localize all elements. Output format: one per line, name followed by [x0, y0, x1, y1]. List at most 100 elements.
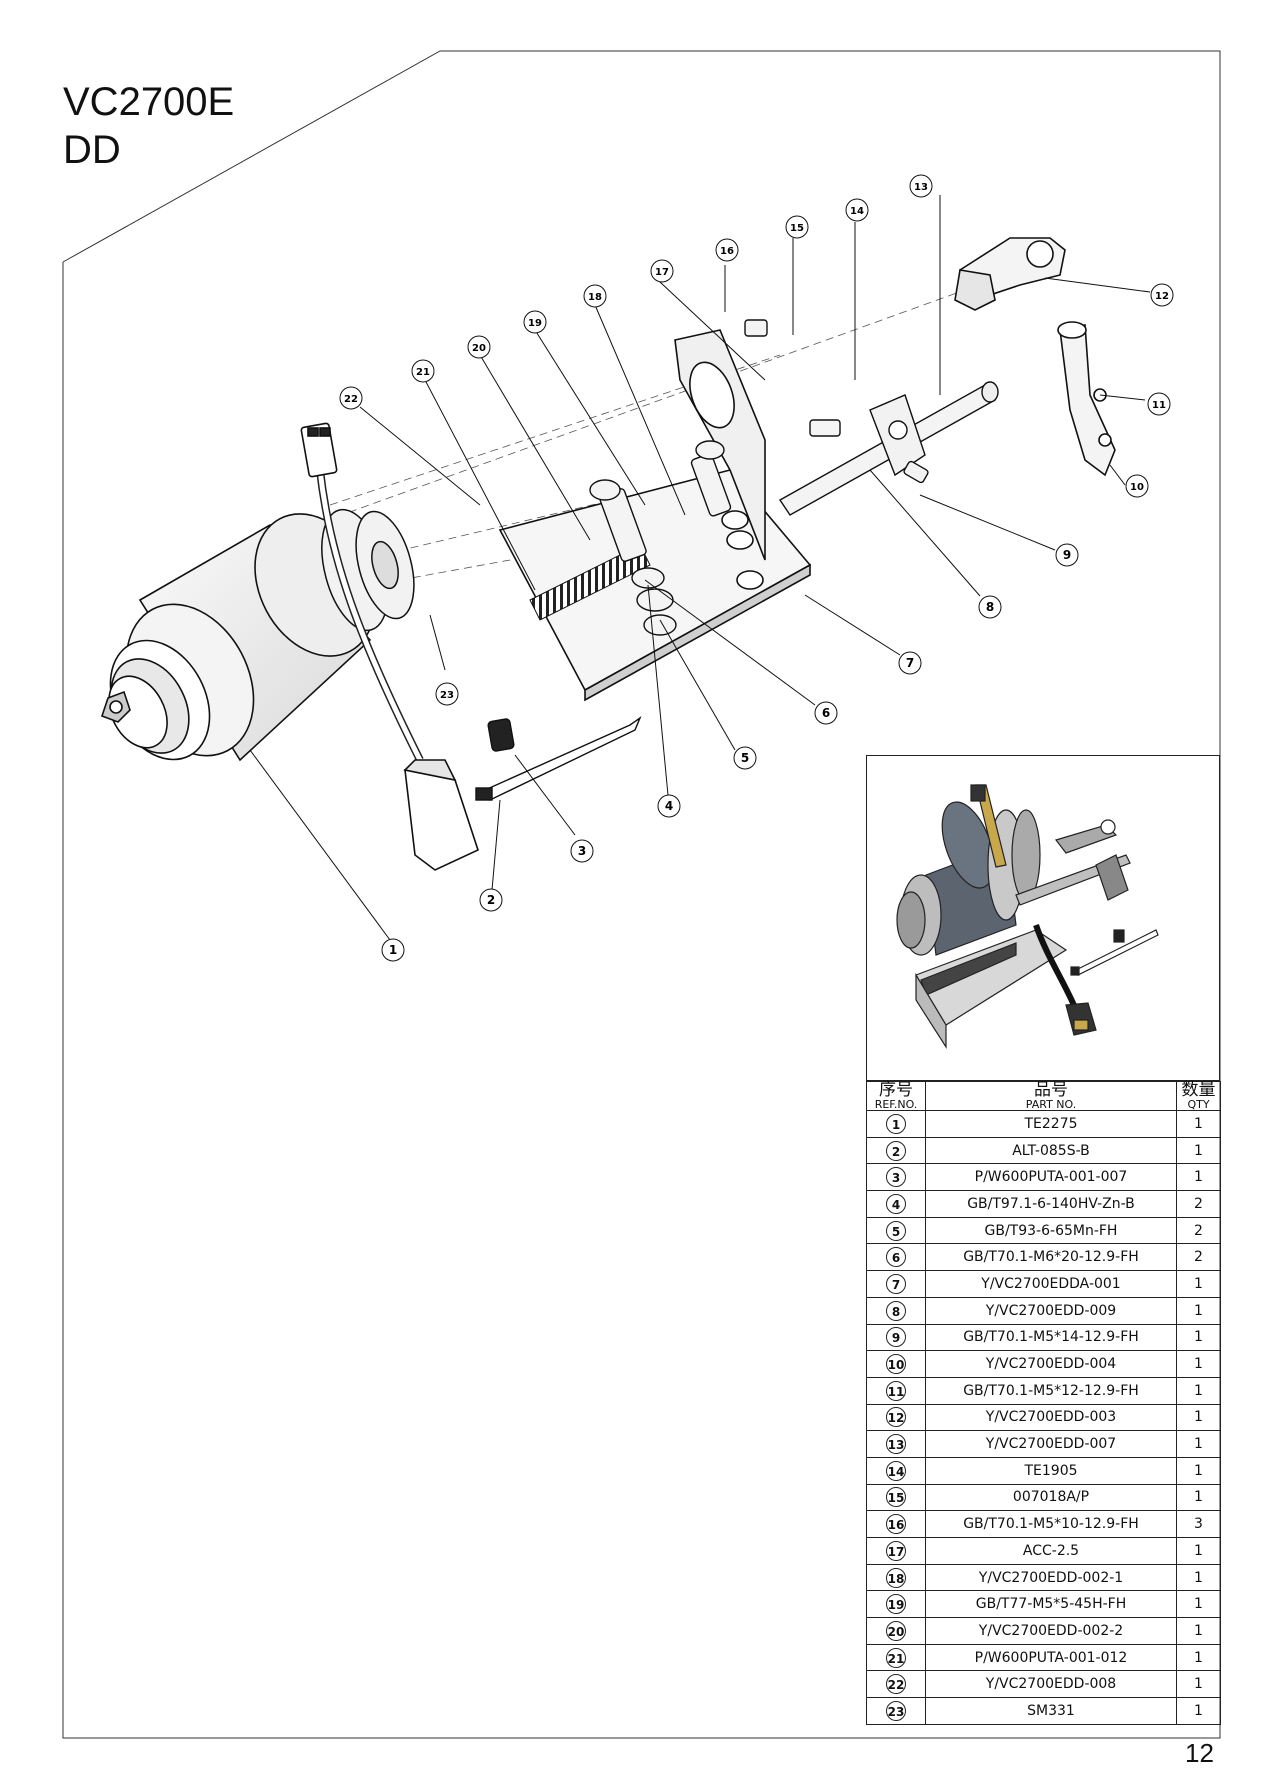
part-number: GB/T97.1-6-140HV-Zn-B	[925, 1190, 1177, 1218]
part-number: Y/VC2700EDD-002-2	[925, 1617, 1177, 1645]
ref-number: 8	[886, 1300, 906, 1321]
part-number: Y/VC2700EDDA-001	[925, 1270, 1177, 1298]
cable-tie-drawing	[475, 716, 642, 801]
parts-table-header: 序号 REF.NO. 品号 PART NO. 数量 QTY	[866, 1081, 1221, 1111]
part-number: Y/VC2700EDD-003	[925, 1403, 1177, 1432]
svg-text:19: 19	[528, 318, 542, 329]
svg-text:21: 21	[416, 367, 430, 378]
part-number: TE1905	[925, 1456, 1177, 1485]
part-number: Y/VC2700EDD-007	[925, 1430, 1177, 1458]
ref-number: 10	[886, 1354, 906, 1375]
part-number: P/W600PUTA-001-007	[925, 1163, 1177, 1192]
quantity: 1	[1176, 1110, 1221, 1138]
part-number: SM331	[925, 1697, 1177, 1725]
motor-drawing	[100, 513, 376, 762]
callout-13: 13	[909, 174, 933, 198]
ref-number: 7	[886, 1273, 906, 1294]
part-number: Y/VC2700EDD-004	[925, 1350, 1177, 1378]
ref-number: 9	[886, 1327, 906, 1348]
leader-lines	[249, 195, 1151, 941]
arm-drawing	[1057, 321, 1116, 477]
svg-text:7: 7	[906, 656, 914, 670]
ref-number: 3	[886, 1167, 906, 1188]
header-ref: 序号 REF.NO.	[866, 1081, 926, 1111]
ref-number: 23	[886, 1700, 906, 1721]
part-number: GB/T77-M5*5-45H-FH	[925, 1590, 1177, 1619]
ref-number: 20	[886, 1620, 906, 1641]
ref-number: 14	[886, 1460, 906, 1481]
callout-6: 6	[814, 701, 838, 725]
ref-number: 12	[886, 1407, 906, 1428]
part-number: GB/T93-6-65Mn-FH	[925, 1216, 1177, 1245]
svg-text:17: 17	[655, 267, 669, 278]
callout-labels: 1 2 3 4 5 6 7 8 9 10 11 12 13 14 15 16 1…	[339, 174, 1174, 962]
svg-text:14: 14	[850, 206, 864, 217]
ref-number: 18	[886, 1567, 906, 1588]
part-number: Y/VC2700EDD-002-1	[925, 1563, 1177, 1592]
quantity: 1	[1176, 1376, 1221, 1405]
ref-number: 15	[886, 1487, 906, 1508]
svg-text:23: 23	[440, 690, 454, 701]
quantity: 1	[1176, 1323, 1221, 1352]
pulley-drawing	[321, 508, 415, 632]
page-title: VC2700E DD	[63, 78, 234, 174]
svg-text:16: 16	[720, 246, 734, 257]
quantity: 1	[1176, 1617, 1221, 1645]
callout-8: 8	[978, 595, 1002, 619]
callout-21: 21	[411, 359, 435, 383]
quantity: 1	[1176, 1270, 1221, 1298]
callout-14: 14	[845, 198, 869, 222]
model-name: VC2700E	[63, 80, 235, 124]
callout-23: 23	[435, 682, 459, 706]
svg-text:20: 20	[472, 343, 486, 354]
part-number: Y/VC2700EDD-008	[925, 1670, 1177, 1699]
header-part: 品号 PART NO.	[925, 1081, 1177, 1111]
svg-text:12: 12	[1155, 291, 1169, 302]
part-number: GB/T70.1-M5*14-12.9-FH	[925, 1323, 1177, 1352]
quantity: 1	[1176, 1670, 1221, 1699]
part-number: ALT-085S-B	[925, 1136, 1177, 1165]
quantity: 3	[1176, 1510, 1221, 1538]
callout-11: 11	[1147, 392, 1171, 416]
ref-number: 21	[886, 1647, 906, 1668]
svg-text:3: 3	[578, 844, 586, 858]
quantity: 1	[1176, 1296, 1221, 1325]
quantity: 1	[1176, 1563, 1221, 1592]
svg-text:4: 4	[665, 799, 673, 813]
callout-15: 15	[785, 215, 809, 239]
quantity: 2	[1176, 1190, 1221, 1218]
part-number: GB/T70.1-M5*12-12.9-FH	[925, 1376, 1177, 1405]
quantity: 2	[1176, 1216, 1221, 1245]
ref-number: 1	[886, 1113, 906, 1134]
svg-text:2: 2	[487, 893, 495, 907]
callout-1: 1	[381, 938, 405, 962]
callout-22: 22	[339, 386, 363, 410]
part-number: 007018A/P	[925, 1483, 1177, 1512]
bracket-drawing	[498, 329, 812, 702]
ref-number: 16	[886, 1514, 906, 1535]
svg-text:13: 13	[914, 182, 928, 193]
callout-2: 2	[479, 888, 503, 912]
svg-text:6: 6	[822, 706, 830, 720]
svg-text:10: 10	[1130, 482, 1144, 493]
ref-number: 4	[886, 1193, 906, 1214]
ref-number: 13	[886, 1434, 906, 1455]
svg-text:1: 1	[389, 943, 397, 957]
ref-number: 2	[886, 1140, 906, 1161]
callout-10: 10	[1125, 474, 1149, 498]
quantity: 1	[1176, 1590, 1221, 1619]
callout-5: 5	[733, 746, 757, 770]
quantity: 1	[1176, 1456, 1221, 1485]
